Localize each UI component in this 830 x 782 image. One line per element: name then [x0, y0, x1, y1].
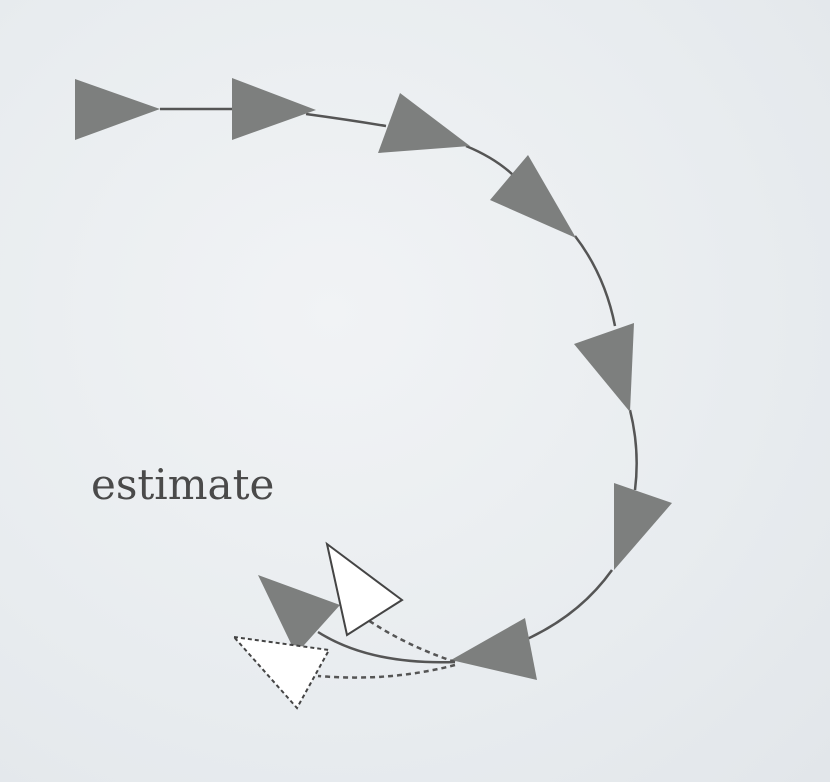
estimate-label: estimate: [91, 460, 275, 509]
trajectory-path: [160, 107, 638, 664]
pose-marker-4: [490, 155, 576, 238]
pose-marker-5: [574, 323, 634, 412]
pose-marker-6: [614, 483, 672, 570]
estimate-marker-solid: [325, 541, 404, 637]
estimate-connector-lower: [317, 663, 456, 679]
estimate-marker-dashed: [231, 635, 331, 710]
pose-marker-8: [258, 575, 340, 654]
pose-marker-2: [232, 78, 316, 140]
pose-marker-3: [378, 93, 470, 153]
pose-marker-1: [75, 79, 160, 140]
pose-marker-7: [451, 618, 537, 680]
estimate-connector-upper: [367, 618, 456, 664]
